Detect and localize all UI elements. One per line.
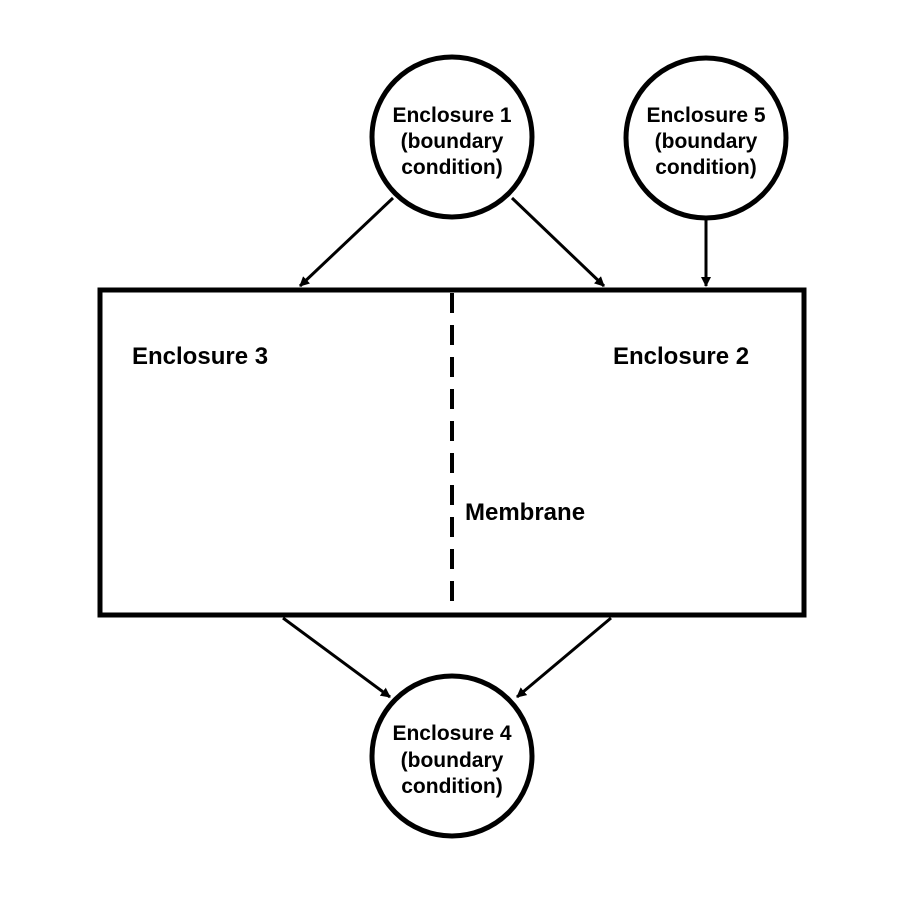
enclosure-5-line2: (boundary [655, 130, 758, 153]
arrow-enclosure1-to-enclosure2 [510, 196, 606, 288]
enclosure-3-label: Enclosure 3 [132, 343, 268, 370]
enclosure-1-circle [369, 54, 535, 220]
enclosure-1-line2: (boundary [401, 130, 504, 153]
arrow-enclosure1-to-enclosure3 [298, 196, 395, 288]
enclosure-5-node: Enclosure 5 (boundary condition) [623, 55, 789, 221]
enclosure-5-title: Enclosure 5 [646, 104, 765, 127]
enclosure-5-line3: condition) [655, 156, 756, 179]
membrane-label: Membrane [465, 499, 585, 526]
enclosure-4-node: Enclosure 4 (boundary condition) [369, 673, 535, 839]
enclosure-4-line2: (boundary [401, 749, 504, 772]
enclosure-1-node: Enclosure 1 (boundary condition) [369, 54, 535, 220]
enclosure-4-line3: condition) [401, 775, 502, 798]
enclosure-4-title: Enclosure 4 [392, 722, 511, 745]
enclosure-5-circle [623, 55, 789, 221]
arrow-enclosure2-to-enclosure4 [516, 616, 612, 699]
arrow-enclosure3-to-enclosure4 [282, 616, 391, 699]
enclosure-1-line3: condition) [401, 156, 502, 179]
enclosure-1-title: Enclosure 1 [392, 104, 511, 127]
enclosure-2-label: Enclosure 2 [613, 343, 749, 370]
enclosure-4-circle [369, 673, 535, 839]
